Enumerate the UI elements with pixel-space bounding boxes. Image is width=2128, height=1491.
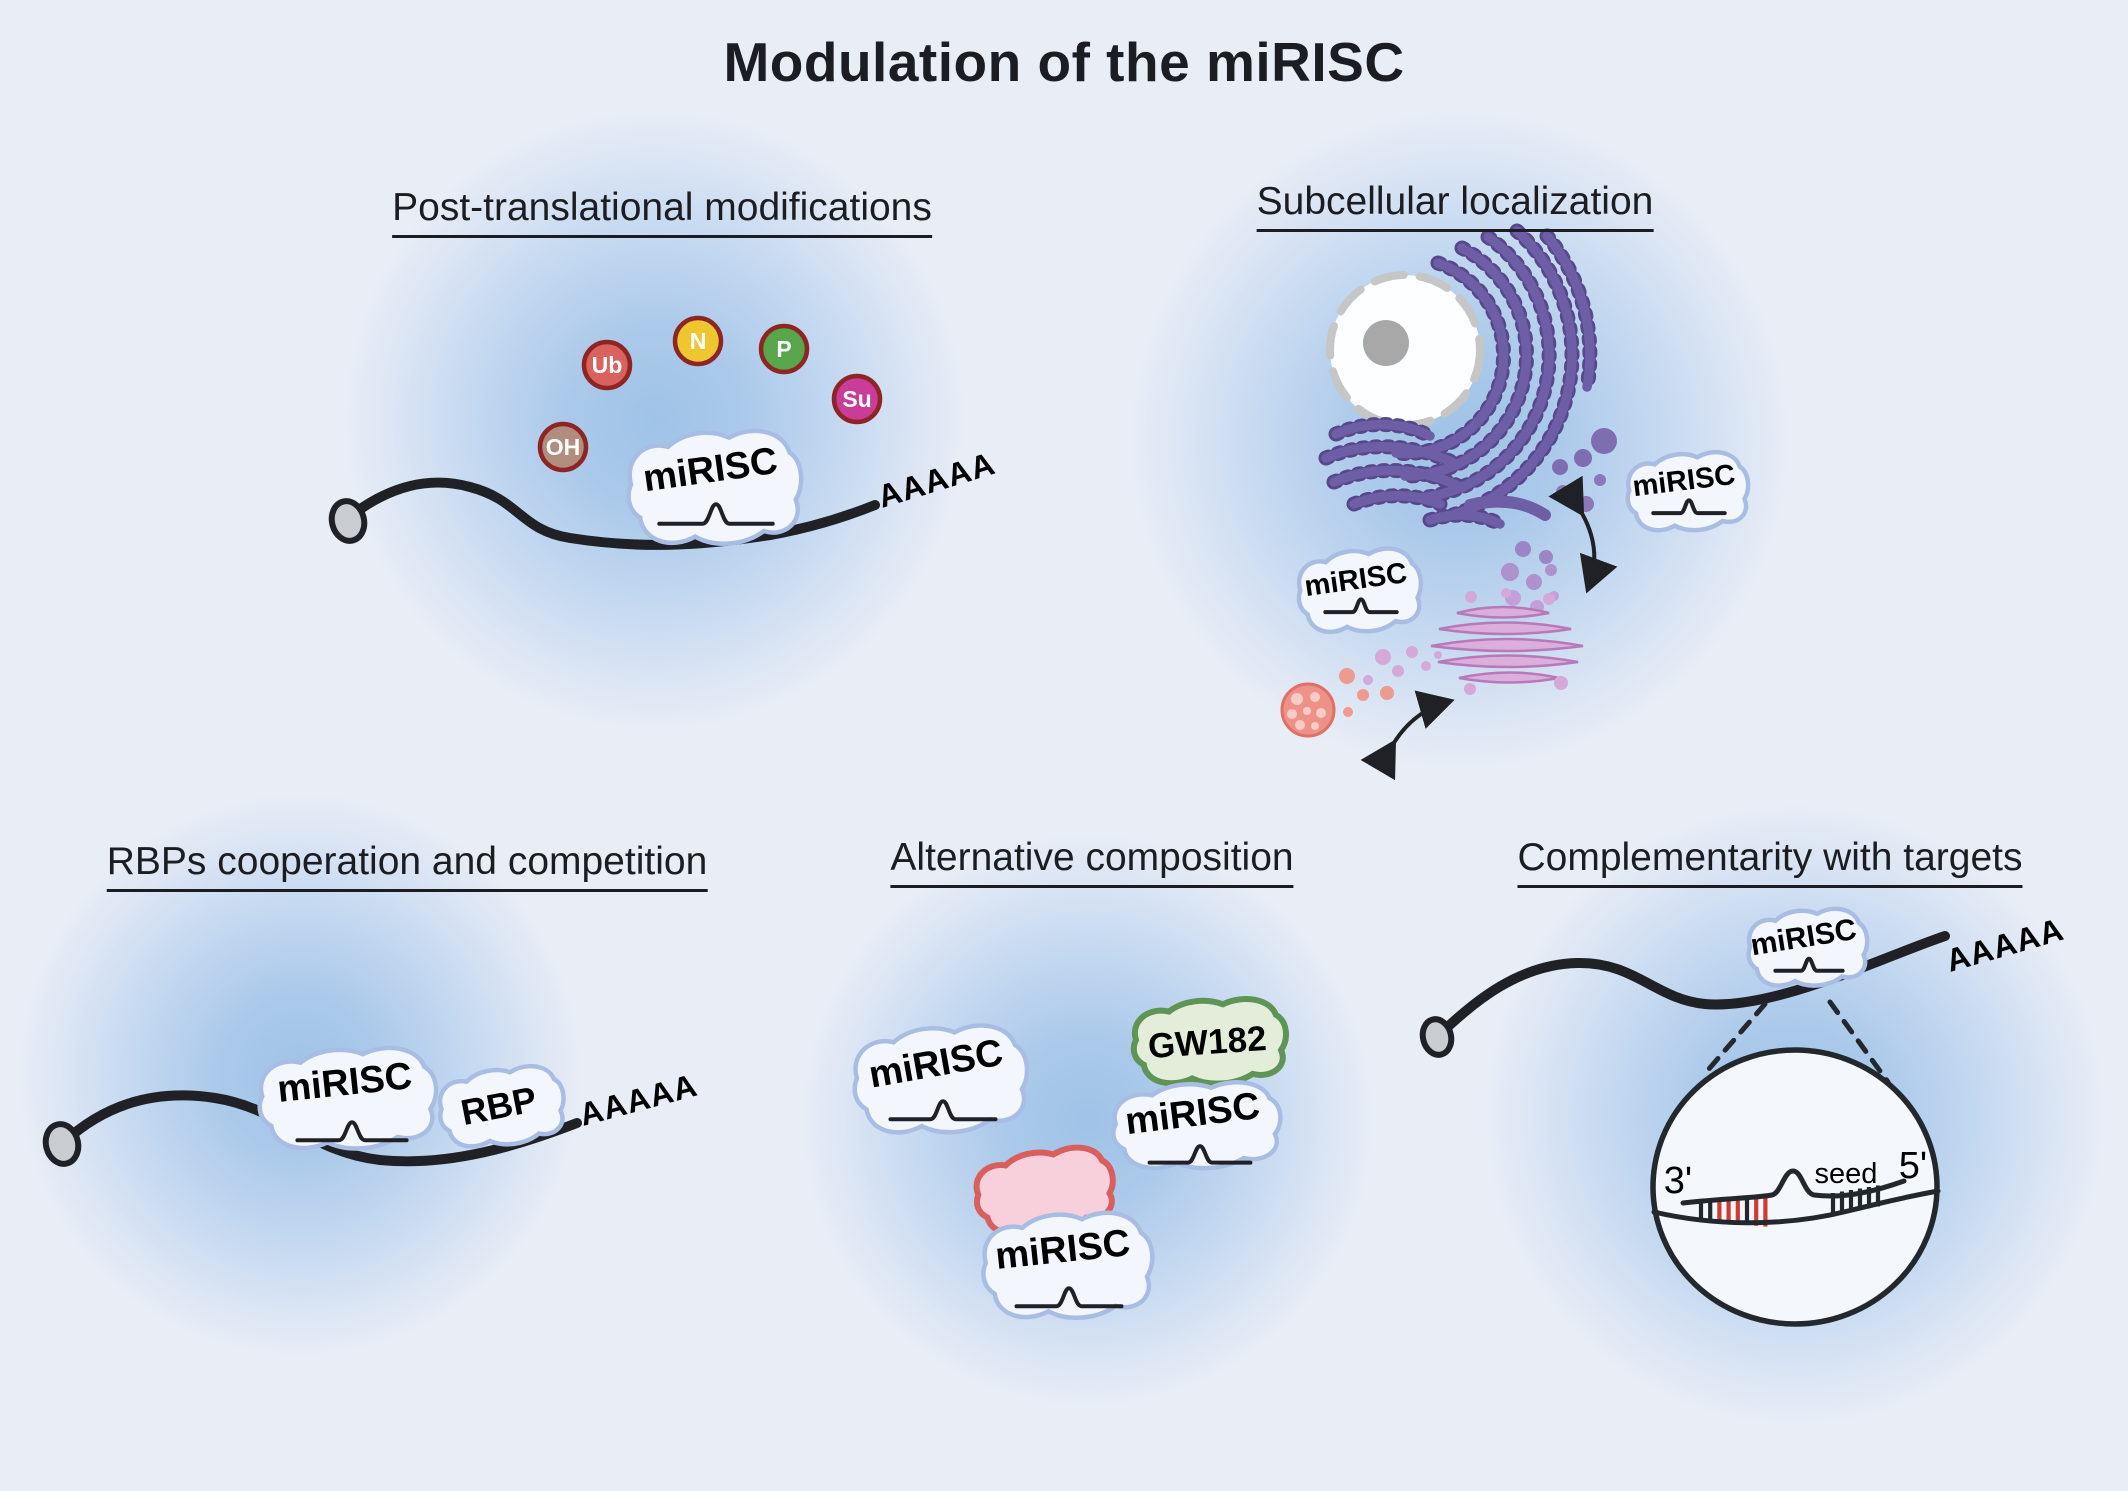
poly-a-tail: AAAAA — [575, 1067, 701, 1133]
magnifier-callout-lines — [1705, 999, 1891, 1085]
mirisc-complex: miRISC — [851, 1022, 1031, 1139]
golgi-vesicles — [1363, 646, 1442, 685]
svg-text:N: N — [690, 328, 707, 354]
mirisc-complex: miRISC — [257, 1045, 439, 1154]
p-body — [1280, 682, 1336, 738]
panel-ptm: AAAAA miRISC Ub N P — [328, 315, 1000, 550]
heading-targets: Complementarity with targets — [1517, 836, 2023, 888]
badge-ub: Ub — [581, 339, 633, 391]
mrna — [343, 477, 880, 550]
mirisc-complex: miRISC — [981, 1210, 1156, 1323]
heading-rbp: RBPs cooperation and competition — [106, 840, 708, 892]
magnified-view-circle: 3' seed 5' — [1650, 1047, 1941, 1327]
poly-a-tail: AAAAA — [874, 445, 1000, 515]
mrna-cap-icon — [42, 1121, 82, 1167]
badge-su: Su — [831, 373, 883, 425]
badge-oh: OH — [537, 421, 589, 473]
gw182-protein: GW182 — [1131, 996, 1288, 1088]
golgi-apparatus — [1430, 588, 1584, 695]
svg-text:Su: Su — [842, 386, 871, 412]
er-vesicles — [1552, 428, 1617, 512]
shuttle-arrow-bottom — [1360, 690, 1455, 781]
mrna — [1432, 931, 1950, 1042]
mirisc-complex: miRISC — [1744, 904, 1872, 992]
svg-text:OH: OH — [546, 434, 581, 460]
figure-title: Modulation of the miRISC — [723, 31, 1405, 93]
mrna-cap-icon — [1419, 1016, 1455, 1058]
seed-label: seed — [1815, 1158, 1878, 1190]
target-mrna-strand — [1651, 1188, 1941, 1226]
badge-n: N — [672, 315, 724, 367]
heading-ptm: Post-translational modifications — [392, 186, 932, 238]
panel-targets: AAAAA miRISC 3' seed 5' — [1419, 904, 2068, 1327]
mirna-strand — [1680, 1168, 1907, 1206]
panel-composition: miRISC GW182 miRISC miRISC — [851, 996, 1289, 1322]
svg-text:Ub: Ub — [592, 352, 623, 378]
mrna-cap-icon — [328, 498, 368, 544]
shuttle-arrow-right — [1548, 475, 1618, 594]
rough-er — [1318, 223, 1598, 532]
mirisc-complex: miRISC — [625, 428, 804, 549]
mirisc-complex: miRISC — [1293, 543, 1427, 639]
heading-localization: Subcellular localization — [1256, 180, 1654, 232]
mirisc-complex: miRISC — [1111, 1079, 1283, 1172]
panel-localization: miRISC miRISC — [1280, 223, 1753, 781]
nucleus — [1326, 271, 1484, 429]
badge-p: P — [758, 323, 810, 375]
gw182-label: GW182 — [1147, 1019, 1268, 1066]
panel-rbp: AAAAA miRISC RBP — [42, 1045, 701, 1167]
poly-a-tail: AAAAA — [1942, 911, 2068, 979]
heading-composition: Alternative composition — [890, 836, 1294, 888]
transport-vesicles — [1501, 541, 1559, 614]
three-prime-label: 3' — [1664, 1160, 1692, 1202]
svg-text:P: P — [776, 336, 791, 362]
mirisc-complex: miRISC — [1623, 448, 1753, 537]
modification-badges: Ub N P Su OH — [537, 315, 883, 473]
nucleolus — [1363, 320, 1409, 366]
rbp-protein: RBP — [433, 1060, 571, 1154]
